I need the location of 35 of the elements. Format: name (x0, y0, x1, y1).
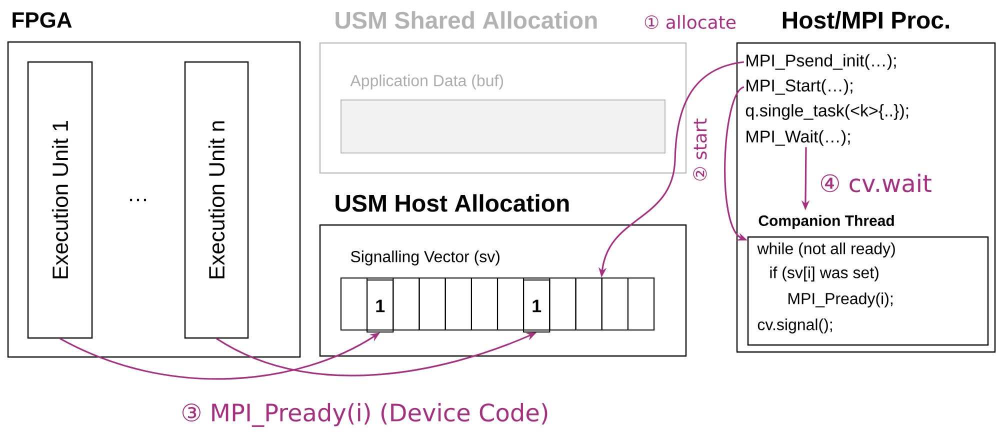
cell (627, 278, 655, 330)
code-line: if (sv[i] was set) (770, 266, 878, 282)
code-line: MPI_Pready(i); (788, 292, 892, 308)
heading: USM Host Allocation (336, 194, 569, 212)
edge-label: ② start (692, 117, 708, 183)
data-buffer-box (340, 100, 666, 154)
ellipsis: … (130, 198, 146, 202)
execution-unit-box: Execution Unit 1 (27, 61, 93, 339)
box-label: Signalling Vector (sv) (350, 250, 500, 266)
cell (340, 278, 368, 330)
code-line: q.single_task(<k>{..}); (746, 104, 908, 120)
cell (575, 278, 602, 330)
cell (470, 278, 498, 330)
execution-unit-box: Execution Unit n (184, 61, 249, 339)
cell (444, 278, 472, 330)
cell (601, 278, 628, 330)
code-line: MPI_Wait(…); (746, 130, 850, 146)
heading: USM Shared Allocation (336, 11, 597, 29)
cell: 1 (366, 280, 394, 332)
edge-label: ① allocate (642, 14, 738, 30)
code-line: MPI_Psend_init(…); (746, 54, 896, 70)
cell: 1 (523, 280, 550, 332)
code-line: while (not all ready) (757, 242, 895, 258)
edge-label: ④ cv.wait (818, 172, 933, 194)
cell (496, 278, 524, 330)
heading: Companion Thread (758, 215, 894, 229)
box-label: Application Data (buf) (350, 74, 504, 90)
heading: FPGA (12, 12, 72, 28)
code-line: cv.signal(); (758, 318, 832, 334)
edge-label: ③ MPI_Pready(i) (Device Code) (180, 402, 550, 428)
cell (418, 278, 446, 330)
heading: Host/MPI Proc. (782, 11, 949, 29)
code-line: MPI_Start(…); (746, 79, 852, 95)
cell (392, 278, 420, 330)
cell (549, 278, 576, 330)
